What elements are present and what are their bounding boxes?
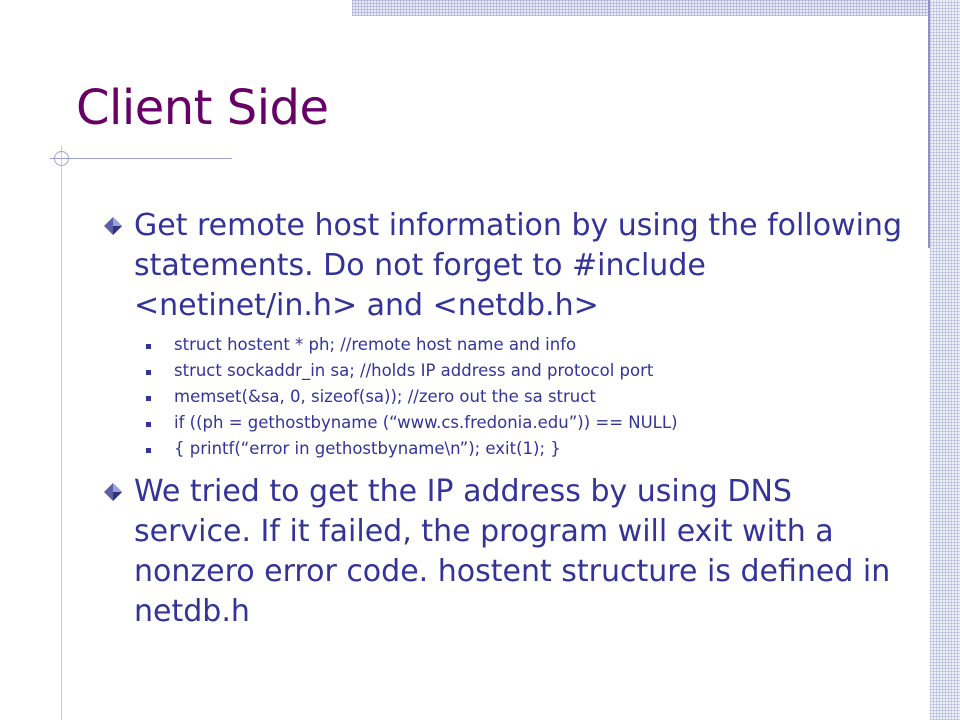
square-bullet-icon — [146, 370, 151, 375]
square-bullet-icon — [146, 396, 151, 401]
sub-bullet-text: memset(&sa, 0, sizeof(sa)); //zero out t… — [174, 387, 596, 406]
bullet-text: Get remote host information by using the… — [134, 208, 902, 323]
slide-title: Client Side — [76, 80, 329, 136]
square-bullet-icon — [146, 344, 151, 349]
square-bullet-icon — [146, 448, 151, 453]
sub-bullet-text: { printf(“error in gethostbyname\n”); ex… — [174, 439, 561, 458]
sub-bullet-text: struct hostent * ph; //remote host name … — [174, 335, 577, 354]
bullet-item: We tried to get the IP address by using … — [104, 472, 904, 632]
title-rule — [50, 158, 232, 159]
rule-circle-ornament — [54, 151, 69, 166]
diamond-bullet-icon — [104, 217, 122, 235]
square-bullet-icon — [146, 422, 151, 427]
right-decorative-band — [930, 0, 960, 720]
sub-bullet-item: struct sockaddr_in sa; //holds IP addres… — [104, 358, 904, 384]
sub-bullet-item: if ((ph = gethostbyname (“www.cs.fredoni… — [104, 410, 904, 436]
sub-bullet-text: struct sockaddr_in sa; //holds IP addres… — [174, 361, 654, 380]
sub-bullet-item: memset(&sa, 0, sizeof(sa)); //zero out t… — [104, 384, 904, 410]
sub-bullet-item: { printf(“error in gethostbyname\n”); ex… — [104, 436, 904, 462]
bullet-item: Get remote host information by using the… — [104, 206, 904, 326]
vertical-rule — [928, 0, 930, 248]
top-decorative-band — [352, 0, 960, 16]
sub-bullet-text: if ((ph = gethostbyname (“www.cs.fredoni… — [174, 413, 678, 432]
left-vertical-rule — [61, 146, 62, 720]
diamond-bullet-icon — [104, 483, 122, 501]
code-sub-list: struct hostent * ph; //remote host name … — [104, 332, 904, 462]
bullet-list: Get remote host information by using the… — [104, 206, 904, 632]
sub-bullet-item: struct hostent * ph; //remote host name … — [104, 332, 904, 358]
bullet-text: We tried to get the IP address by using … — [134, 474, 891, 629]
